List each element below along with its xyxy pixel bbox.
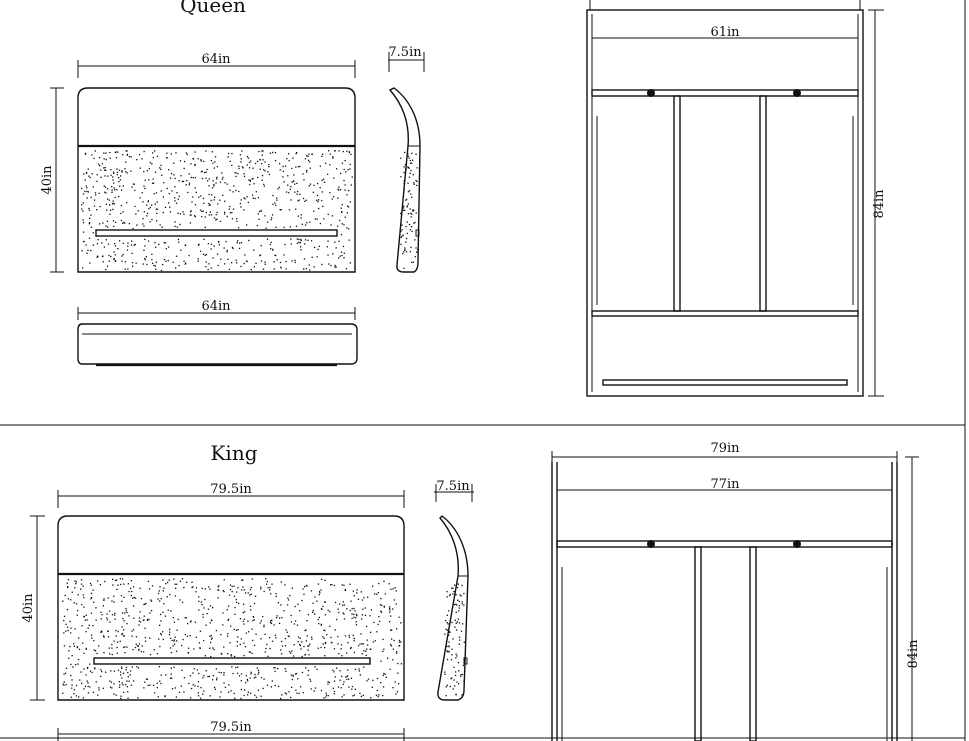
queen-headboard-side-profile: 7.5in: [388, 45, 425, 273]
king-height-dimension: 40in: [21, 515, 45, 701]
queen-frame-width-label: 61in: [710, 25, 740, 40]
queen-headboard-front-view: [77, 87, 356, 273]
queen-section: Queen 64in 40in 7.5in: [40, 0, 887, 397]
queen-headboard-top-view: 64in: [77, 299, 358, 367]
king-width-dimension-top: 79.5in: [57, 482, 405, 508]
queen-width-bottom-label: 64in: [201, 299, 231, 314]
king-frame-inner-width-label: 77in: [710, 477, 740, 492]
queen-side-texture: [400, 151, 419, 269]
king-headboard-side-profile: 7.5in: [434, 479, 474, 701]
king-side-texture: [444, 583, 466, 697]
queen-upholstery-texture: [81, 150, 353, 272]
king-frame-length-label: 84in: [906, 639, 921, 669]
queen-bed-frame-plan: 61in 84in: [586, 0, 887, 397]
queen-title: Queen: [180, 0, 246, 17]
king-section: King 79.5in 40in 7.5in: [21, 441, 921, 741]
queen-frame-length-label: 84in: [872, 189, 887, 219]
king-bed-frame-plan: 79in 77in 84in: [551, 441, 921, 741]
king-width-top-label: 79.5in: [210, 482, 252, 497]
king-depth-label: 7.5in: [436, 479, 470, 494]
king-frame-outer-width-label: 79in: [710, 441, 740, 456]
king-width-dimension-bottom: 79.5in: [57, 720, 405, 741]
queen-width-top-label: 64in: [201, 52, 231, 67]
queen-height-dimension: 40in: [40, 87, 64, 273]
king-title: King: [210, 441, 257, 465]
queen-depth-label: 7.5in: [388, 45, 422, 60]
queen-height-label: 40in: [40, 165, 55, 195]
king-upholstery-texture: [62, 578, 403, 700]
king-headboard-front-view: [57, 515, 405, 701]
queen-width-dimension-top: 64in: [77, 52, 356, 78]
king-width-bottom-label: 79.5in: [210, 720, 252, 735]
king-height-label: 40in: [21, 593, 36, 623]
